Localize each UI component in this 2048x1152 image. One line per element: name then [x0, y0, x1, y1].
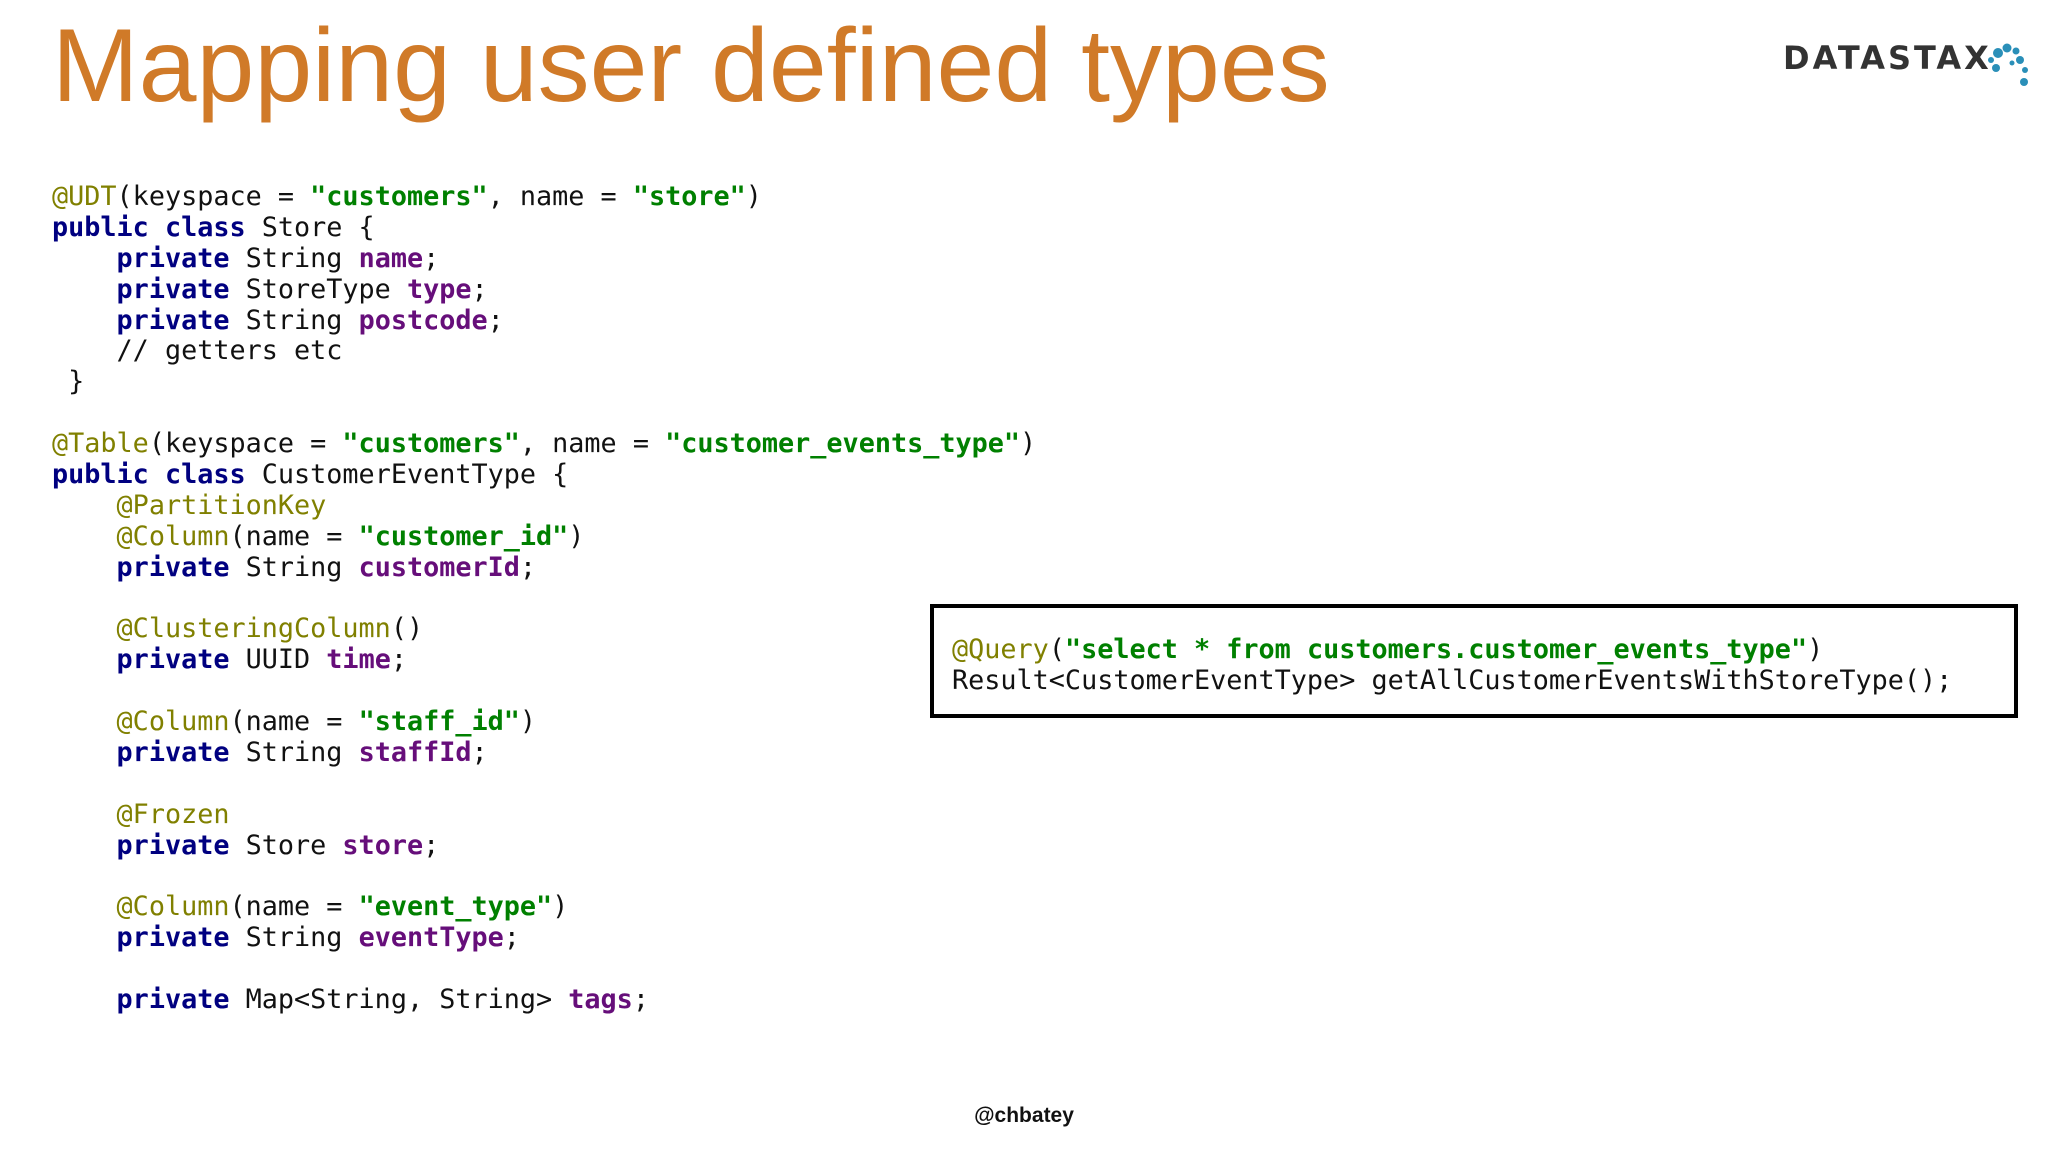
code-line: private String postcode;	[116, 304, 504, 336]
code-line	[52, 954, 1036, 985]
code-line: private String staffId;	[116, 737, 488, 769]
footer-handle: @chbatey	[974, 1104, 1074, 1127]
code-line: private String name;	[116, 242, 440, 274]
code-line: @Column(name = "customer_id")	[116, 520, 585, 552]
code-line: private UUID time;	[116, 644, 407, 676]
logo-text: DATASTAX	[1783, 39, 1992, 77]
code-line	[52, 398, 1036, 429]
query-method-line: Result<CustomerEventType> getAllCustomer…	[952, 664, 1953, 696]
code-line: @ClusteringColumn()	[116, 613, 424, 645]
code-line: public class Store {	[52, 211, 375, 243]
logo-dots-icon	[1988, 43, 2028, 86]
code-line: @PartitionKey	[116, 489, 327, 521]
code-line	[52, 862, 1036, 893]
code-line: @Frozen	[116, 798, 230, 830]
datastax-logo: DATASTAX	[1780, 32, 2030, 86]
code-line	[52, 769, 1036, 800]
code-line	[52, 584, 1036, 615]
code-line: }	[52, 366, 85, 398]
code-line	[52, 676, 1036, 707]
code-line: private Map<String, String> tags;	[116, 984, 649, 1016]
code-line: @Column(name = "event_type")	[116, 891, 569, 923]
query-annotation-line: @Query("select * from customers.customer…	[952, 634, 1824, 665]
slide-title: Mapping user defined types	[52, 8, 1330, 124]
code-line: private String eventType;	[116, 922, 520, 954]
code-line: public class CustomerEventType {	[52, 459, 569, 491]
code-line: private String customerId;	[116, 551, 537, 583]
query-callout-box: @Query("select * from customers.customer…	[930, 604, 2018, 718]
code-line: private Store store;	[116, 829, 440, 861]
code-line: @UDT(keyspace = "customers", name = "sto…	[52, 181, 762, 212]
code-block: @UDT(keyspace = "customers", name = "sto…	[52, 181, 1037, 1016]
code-line: @Column(name = "staff_id")	[116, 706, 537, 738]
code-line: @Table(keyspace = "customers", name = "c…	[52, 428, 1037, 460]
code-line: private StoreType type;	[116, 273, 488, 305]
query-code: @Query("select * from customers.customer…	[952, 634, 1953, 697]
code-line: // getters etc	[116, 335, 343, 367]
